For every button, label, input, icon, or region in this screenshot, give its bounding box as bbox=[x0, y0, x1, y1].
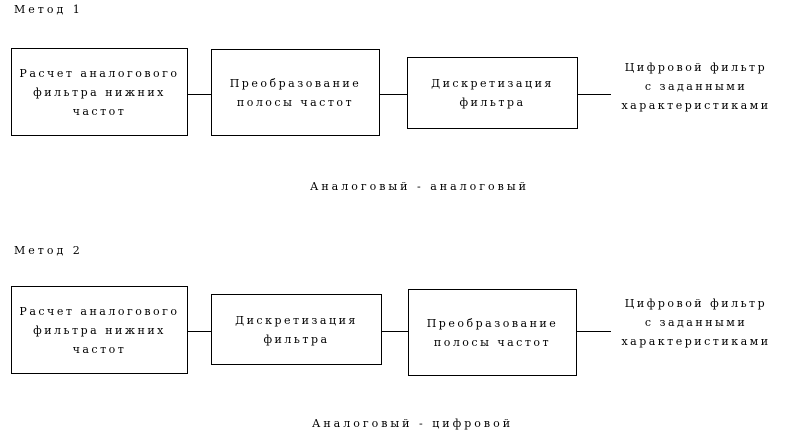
method2-box-analog-lowpass: Расчет аналогового фильтра нижних частот bbox=[11, 286, 188, 374]
method1-box-discretization: Дискретизация фильтра bbox=[407, 57, 578, 129]
method1-box-band-transform: Преобразование полосы частот bbox=[211, 49, 380, 136]
method1-caption: Аналоговый - аналоговый bbox=[310, 180, 529, 193]
method2-box-analog-lowpass-label: Расчет аналогового фильтра нижних частот bbox=[19, 304, 180, 356]
method2-result: Цифровой фильтр с заданными характеристи… bbox=[621, 297, 771, 348]
method1-result: Цифровой фильтр с заданными характеристи… bbox=[621, 61, 771, 112]
method1-box-analog-lowpass-label: Расчет аналогового фильтра нижних частот bbox=[19, 66, 180, 118]
method1-connector-1 bbox=[188, 94, 211, 95]
method1-title: Метод 1 bbox=[14, 3, 83, 16]
method1-box-analog-lowpass: Расчет аналогового фильтра нижних частот bbox=[11, 48, 188, 136]
method1-connector-3 bbox=[578, 94, 611, 95]
method2-box-band-transform: Преобразование полосы частот bbox=[408, 289, 577, 376]
method1-connector-2 bbox=[380, 94, 407, 95]
method2-title: Метод 2 bbox=[14, 244, 83, 257]
method2-connector-3 bbox=[577, 331, 611, 332]
method1-box-band-transform-label: Преобразование полосы частот bbox=[229, 76, 362, 109]
method2-box-band-transform-label: Преобразование полосы частот bbox=[426, 316, 559, 349]
method1-box-discretization-label: Дискретизация фильтра bbox=[431, 77, 554, 109]
method2-box-discretization: Дискретизация фильтра bbox=[211, 294, 382, 365]
method2-connector-2 bbox=[382, 331, 408, 332]
method2-caption: Аналоговый - цифровой bbox=[312, 417, 514, 430]
method2-connector-1 bbox=[188, 331, 211, 332]
method2-box-discretization-label: Дискретизация фильтра bbox=[235, 313, 358, 346]
